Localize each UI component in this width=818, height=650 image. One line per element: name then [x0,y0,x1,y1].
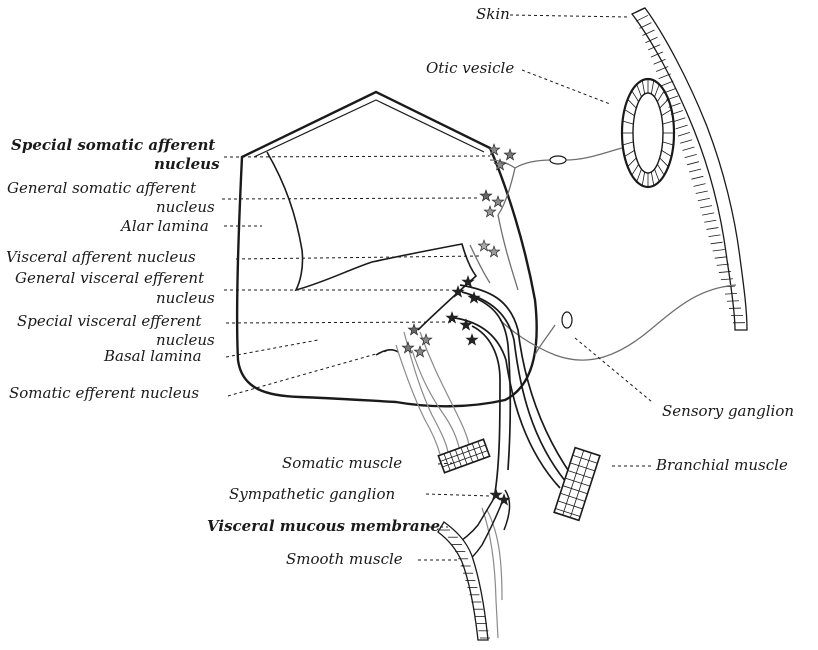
skin-cell-divider [676,125,688,129]
neuron-cell-body [408,324,419,335]
label-visceral-afferent-nucleus: Visceral afferent nucleus [6,249,196,266]
skin-cell-divider [717,264,729,265]
otic-cell-divider [632,164,639,175]
skin-cell-divider [659,74,671,79]
skin-cell-divider [687,162,699,165]
otic-cell-divider [663,121,674,124]
otic-cell-divider [657,91,664,102]
label-somatic-muscle: Somatic muscle [282,455,402,472]
otic-cell-divider [642,80,644,94]
sensory-ganglion-shape [562,312,572,328]
otic-cell-divider [662,150,672,156]
neuron-cell-body [492,196,503,207]
otic-cell-divider [655,169,660,182]
otic-cell-divider [625,150,635,156]
skin-cell-divider [727,301,739,302]
otic-cell-divider [655,84,660,97]
neural-tube-outline [237,92,536,406]
skin-cell-divider [708,235,720,237]
neuron-cell-body [420,334,431,345]
otic-cell-divider [651,80,653,94]
otic-cell-divider [623,121,634,124]
label-special-somatic-afferent-nucleus: nucleus [154,156,220,173]
skin-cell-divider [698,198,710,200]
skin-cell-divider [694,184,706,187]
skin-cell-divider [685,154,697,157]
label-alar-lamina: Alar lamina [121,218,209,235]
skin-cell-divider [680,140,692,144]
label-somatic-efferent-nucleus: Somatic efferent nucleus [9,385,199,402]
label-visceral-mucous-membrane: Visceral mucous membrane [207,518,440,535]
neuron-cell-body [488,246,499,257]
neuron-cell-body [466,334,477,345]
label-general-somatic-afferent-nucleus: nucleus [156,199,215,216]
neuron-cell-body [446,312,457,323]
skin-cell-divider [661,81,673,86]
otic-cell-divider [651,172,653,186]
otic-cell-divider [628,158,637,167]
label-smooth-muscle: Smooth muscle [286,551,403,568]
otic-cell-divider [625,110,635,116]
skin-cell-divider [678,132,690,136]
skin-cell-divider [696,191,708,194]
label-special-somatic-afferent: Special somatic afferent [11,137,215,154]
label-general-somatic-afferent: General somatic afferent [7,180,196,197]
skin-epithelium [632,8,747,330]
label-sensory-ganglion: Sensory ganglion [662,403,794,420]
label-skin: Skin [476,6,510,23]
neuron-cell-body [488,144,499,155]
otic-cell-divider [660,99,669,108]
skin-cell-divider [673,118,685,122]
neuron-cell-body [414,346,425,357]
skin-cell-divider [706,228,718,230]
neuron-cell-body [478,240,489,251]
label-general-visceral-efferent: General visceral efferent [15,270,204,287]
neuron-cell-body [504,149,515,160]
label-otic-vesicle: Otic vesicle [426,60,514,77]
neuron-cell-body [484,206,495,217]
otic-cell-divider [637,169,642,182]
otic-cell-divider [642,172,644,186]
skin-cell-divider [691,176,703,179]
neuron-cell-body [480,190,491,201]
label-general-visceral-efferent-nucleus: nucleus [156,290,215,307]
skin-cell-divider [711,242,723,244]
skin-cell-divider [713,250,725,252]
otic-cell-divider [623,142,634,145]
central-canal [267,152,476,355]
otic-cell-divider [662,110,672,116]
otic-cell-divider [628,99,637,108]
otic-cell-divider [663,142,674,145]
skin-cell-divider [700,206,712,208]
grey-efferent-fibres [396,332,502,638]
skin-cell-divider [702,213,714,215]
label-branchial-muscle: Branchial muscle [656,457,788,474]
otic-ganglion [550,156,566,164]
label-special-visceral-efferent: Special visceral efferent [17,313,202,330]
skin-cell-divider [715,257,727,258]
otic-cell-divider [637,84,642,97]
skin-cell-divider [682,147,694,150]
skin-cell-divider [704,220,716,222]
otic-cell-divider [660,158,669,167]
otic-cell-divider [632,91,639,102]
skin-cell-divider [689,169,701,172]
visceral-wall [438,522,488,640]
label-sympathetic-ganglion: Sympathetic ganglion [229,486,395,503]
label-basal-lamina: Basal lamina [104,348,202,365]
neuron-cell-body [460,319,471,330]
otic-cell-divider [657,164,664,175]
